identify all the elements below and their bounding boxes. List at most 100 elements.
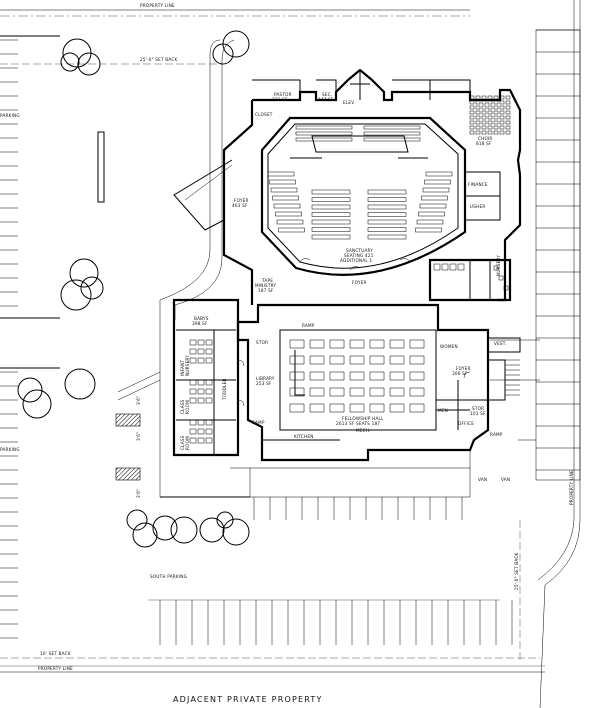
drawing-rect [205, 339, 213, 346]
finance-label: FINANCE [468, 182, 488, 187]
drawing-rect [369, 387, 385, 397]
property-line-bottom-label: PROPERTY LINE [38, 666, 73, 671]
tree-symbol [69, 258, 99, 288]
drawing-rect [499, 125, 505, 130]
drawing-rect [419, 203, 447, 209]
property-line-right-label: PROPERTY LINE [569, 470, 574, 505]
drawing-rect [409, 403, 425, 413]
drawing-rect [493, 130, 499, 135]
class-mid1-label: INFANTNURSERY [180, 355, 190, 376]
tree-symbol [60, 279, 92, 311]
tree-symbol [199, 517, 225, 543]
drawing-rect [309, 339, 325, 349]
drawing-rect [481, 130, 487, 135]
drawing-rect [469, 95, 475, 100]
tree-symbol [126, 509, 148, 531]
drawing-rect [499, 100, 505, 105]
drawing-rect [197, 339, 205, 346]
drawing-rect [272, 195, 299, 201]
tree-symbol [80, 276, 104, 300]
drawing-rect [363, 131, 421, 136]
drawing-rect [367, 227, 407, 232]
drawing-rect [505, 125, 511, 130]
drawing-rect [349, 339, 365, 349]
drawing-rect [481, 115, 487, 120]
ramp-hatch [115, 413, 141, 481]
drawing-rect [409, 355, 425, 365]
drawing-rect [197, 428, 205, 435]
drawing-rect [469, 120, 475, 125]
drawing-rect [499, 115, 505, 120]
drawing-rect [505, 110, 511, 115]
drawing-rect [189, 388, 197, 395]
drawing-rect [499, 130, 505, 135]
drawing-rect [205, 419, 213, 426]
drawing-rect [493, 120, 499, 125]
drawing-rect [503, 285, 509, 291]
tree-symbol [132, 522, 158, 548]
elevator-label: ELEV. [343, 100, 355, 105]
drawing-rect [475, 120, 481, 125]
drawing-rect [311, 219, 351, 225]
tree-symbol [212, 43, 234, 65]
drawing-rect [289, 371, 305, 381]
drawing-rect [389, 355, 405, 365]
drawing-rect [487, 120, 493, 125]
drawing-rect [421, 195, 448, 201]
drawing-rect [499, 120, 505, 125]
drawing-rect [481, 125, 487, 130]
drawing-rect [189, 428, 197, 435]
left-parking: PARKING PARKING [0, 35, 235, 639]
drawing-rect [487, 115, 493, 120]
drawing-rect [481, 110, 487, 115]
drawing-rect [415, 227, 442, 233]
tree-symbol [64, 368, 96, 400]
drawing-rect [505, 120, 511, 125]
drawing-rect [457, 263, 465, 271]
drawing-rect [469, 115, 475, 120]
drawing-rect [481, 105, 487, 110]
drawing-rect [487, 100, 493, 105]
drawing-rect [197, 437, 205, 444]
drawing-rect [311, 234, 351, 240]
drawing-rect [369, 355, 385, 365]
class-mid2-label: CLASSROOM [180, 399, 190, 414]
drawing-rect [422, 187, 450, 193]
drawing-rect [309, 371, 325, 381]
drawing-rect [267, 171, 295, 177]
drawing-rect [493, 110, 499, 115]
drawing-rect [363, 125, 421, 130]
drawing-rect [349, 355, 365, 365]
drawing-rect [481, 100, 487, 105]
drawing-rect [205, 379, 213, 386]
drawing-rect [329, 387, 345, 397]
tree-symbol [60, 52, 80, 72]
drawing-rect [197, 388, 205, 395]
drawing-rect [349, 371, 365, 381]
drawing-rect [469, 105, 475, 110]
drawing-rect [493, 265, 499, 271]
drawing-rect [409, 387, 425, 397]
drawing-rect [475, 125, 481, 130]
women-label: WOMEN [440, 344, 458, 349]
drawing-rect [197, 379, 205, 386]
drawing-rect [505, 105, 511, 110]
drawing-rect [433, 263, 441, 271]
drawing-rect [499, 105, 505, 110]
drawing-rect [289, 403, 305, 413]
drawing-rect [189, 357, 197, 364]
drawing-rect [205, 348, 213, 355]
drawing-rect [309, 355, 325, 365]
drawing-rect [424, 179, 451, 185]
south-parking: SOUTH PARKING VAN VAN 3'6" 3'6" 3'6" [115, 29, 581, 645]
drawing-rect [269, 179, 296, 185]
drawing-rect [493, 125, 499, 130]
drawing-rect [189, 437, 197, 444]
drawing-rect [289, 339, 305, 349]
drawing-rect [369, 403, 385, 413]
ramp-right-label: RAMP [490, 432, 503, 437]
